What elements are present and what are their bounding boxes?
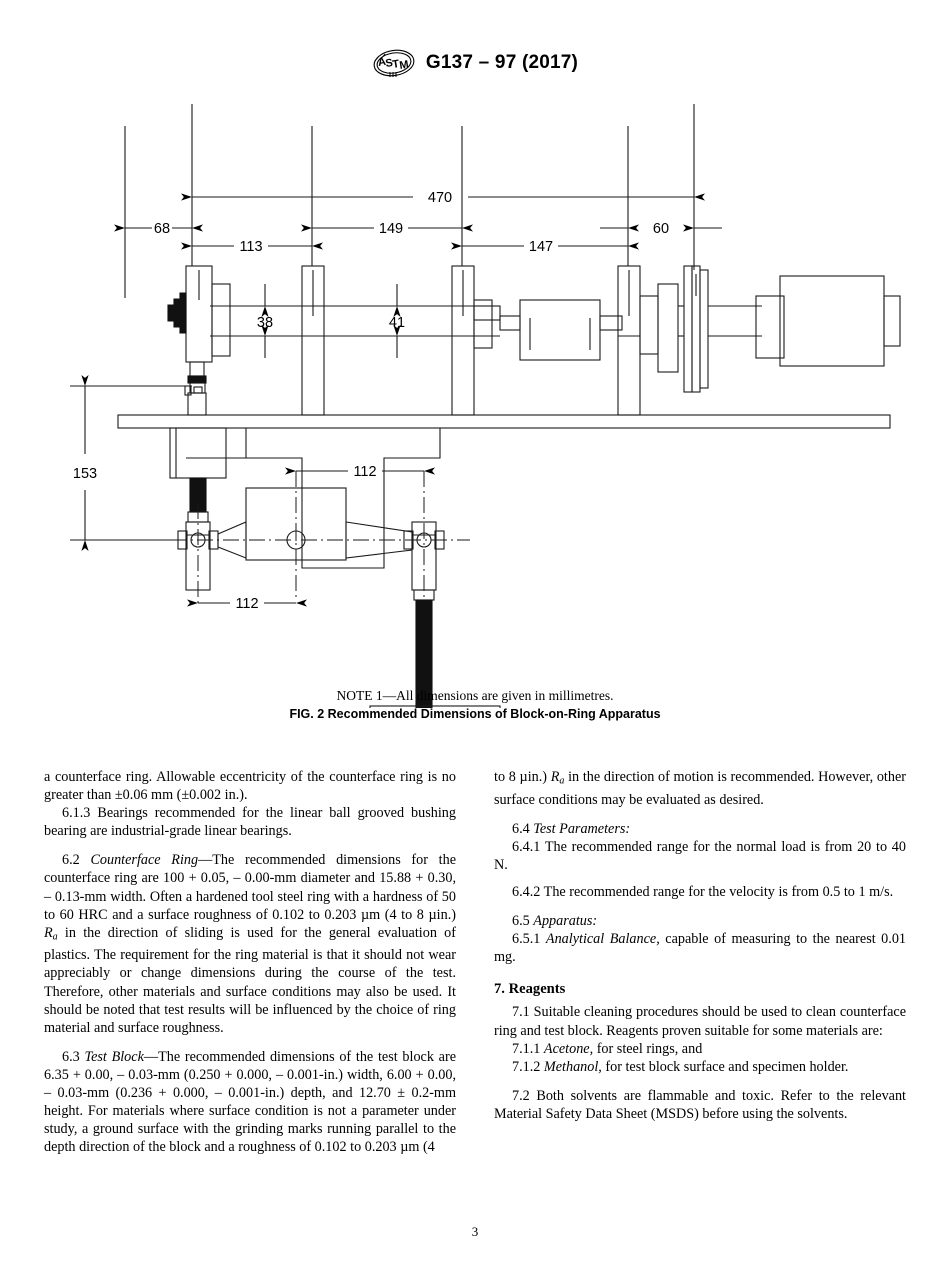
dim-span-4: 60 (653, 221, 669, 237)
clause-title: Apparatus: (533, 913, 598, 930)
dim-span-1: 113 (239, 239, 262, 255)
page-number: 3 (471, 1224, 479, 1239)
ra-subscript: a (52, 931, 58, 943)
dim-span-3: 147 (529, 239, 553, 255)
clause-number: 7.1.2 (512, 1058, 541, 1075)
clause-number: 7.2 (512, 1087, 530, 1104)
left-column: a counterface ring. Allowable eccentrici… (44, 768, 456, 1238)
dim-overall-length: 470 (428, 190, 452, 206)
ra-subscript: a (559, 775, 565, 787)
clause-text-b: in the direction of motion is recommende… (494, 769, 906, 808)
figure-caption: FIG. 2 Recommended Dimensions of Block-o… (289, 707, 661, 721)
clause-text-a: to 8 µin.) (494, 769, 551, 785)
clause-number: 6.1.3 (62, 805, 91, 822)
clause-text-a: —The recommended dimensions for the coun… (44, 852, 456, 923)
paragraph-7-1: 7.1 Suitable cleaning procedures should … (494, 1003, 906, 1039)
clause-text: capable of measuring to the nearest 0.01… (494, 931, 907, 966)
clause-text: Bearings recommended for the linear ball… (44, 805, 456, 840)
clause-title: Acetone, (543, 1040, 594, 1057)
clause-title: Methanol, (543, 1058, 602, 1075)
apparatus-drawing: 470 68 113 149 147 60 38 41 153 112 112 (70, 104, 901, 708)
clause-number: 6.5.1 (512, 931, 541, 948)
paragraph-6-3: 6.3 Test Block—The recommended dimension… (44, 1048, 456, 1157)
paragraph-7-1-1: 7.1.1 Acetone, for steel rings, and (494, 1040, 906, 1058)
paragraph-7-2: 7.2 Both solvents are flammable and toxi… (494, 1087, 906, 1123)
clause-number: 6.4.2 (512, 883, 541, 900)
clause-text: for steel rings, and (593, 1040, 703, 1057)
clause-text: —The recommended dimensions of the test … (44, 1048, 456, 1156)
figure-note: NOTE 1—All dimensions are given in milli… (0, 688, 950, 704)
svg-text:S: S (385, 57, 394, 70)
clause-title: Counterface Ring (90, 852, 199, 869)
clause-number: 7.1.1 (512, 1040, 541, 1057)
figure-2-apparatus-diagram: 470 68 113 149 147 60 38 41 153 112 112 (0, 88, 950, 708)
dim-shaft-dia-1: 38 (257, 315, 273, 331)
paragraph-6-5-1: 6.5.1 Analytical Balance, capable of mea… (494, 930, 906, 966)
clause-number: 6.3 (62, 1048, 80, 1065)
dim-lever-lower: 112 (235, 596, 258, 612)
ra-symbol: R (44, 924, 53, 941)
dim-lever-upper: 112 (353, 464, 376, 480)
astm-logo-icon: A S T M (373, 49, 415, 77)
dim-shaft-dia-2: 41 (389, 315, 405, 331)
paragraph-continuation: a counterface ring. Allowable eccentrici… (44, 769, 456, 804)
dim-vertical-height: 153 (73, 466, 97, 482)
clause-text: for test block surface and specimen hold… (601, 1058, 849, 1075)
clause-text: The recommended range for the normal loa… (494, 838, 906, 873)
paragraph-6-1-3: 6.1.3 Bearings recommended for the linea… (44, 804, 456, 840)
svg-text:A: A (377, 56, 387, 69)
standard-designation: G137 – 97 (2017) (425, 52, 579, 73)
clause-text: The recommended range for the velocity i… (543, 883, 894, 900)
paragraph-6-5: 6.5 Apparatus: (494, 912, 906, 930)
figure-note-label: NOTE 1 (336, 688, 383, 703)
paragraph-6-2: 6.2 Counterface Ring—The recommended dim… (44, 851, 456, 1036)
clause-number: 6.2 (62, 852, 80, 869)
figure-note-text: —All dimensions are given in millimetres… (382, 688, 614, 703)
paragraph-continuation: to 8 µin.) Ra in the direction of motion… (494, 768, 906, 809)
paragraph-6-4-1: 6.4.1 The recommended range for the norm… (494, 838, 906, 874)
clause-text: Suitable cleaning procedures should be u… (494, 1004, 906, 1039)
clause-number: 6.5 (512, 913, 530, 930)
clause-number: 6.4 (512, 820, 530, 837)
paragraph-7-1-2: 7.1.2 Methanol, for test block surface a… (494, 1058, 906, 1076)
right-column: to 8 µin.) Ra in the direction of motion… (494, 768, 906, 1238)
clause-title: Test Parameters: (533, 820, 631, 837)
page-header: A S T M G137 – 97 (2017) (0, 48, 950, 78)
clause-text: Both solvents are flammable and toxic. R… (494, 1087, 906, 1122)
body-columns: a counterface ring. Allowable eccentrici… (44, 768, 906, 1238)
section-heading-7: 7. Reagents (494, 981, 566, 998)
dim-span-2: 149 (379, 221, 403, 237)
clause-number: 6.4.1 (512, 838, 541, 855)
clause-text-b: in the direction of sliding is used for … (44, 924, 456, 1036)
clause-title: Test Block (84, 1048, 144, 1065)
clause-title: Analytical Balance, (545, 931, 660, 948)
ra-symbol: R (550, 769, 560, 785)
svg-text:T: T (392, 58, 401, 71)
svg-text:M: M (399, 59, 410, 72)
paragraph-6-4-2: 6.4.2 The recommended range for the velo… (494, 883, 906, 901)
dim-left-offset: 68 (154, 221, 170, 237)
paragraph-6-4: 6.4 Test Parameters: (494, 820, 906, 838)
clause-number: 7.1 (512, 1004, 530, 1021)
